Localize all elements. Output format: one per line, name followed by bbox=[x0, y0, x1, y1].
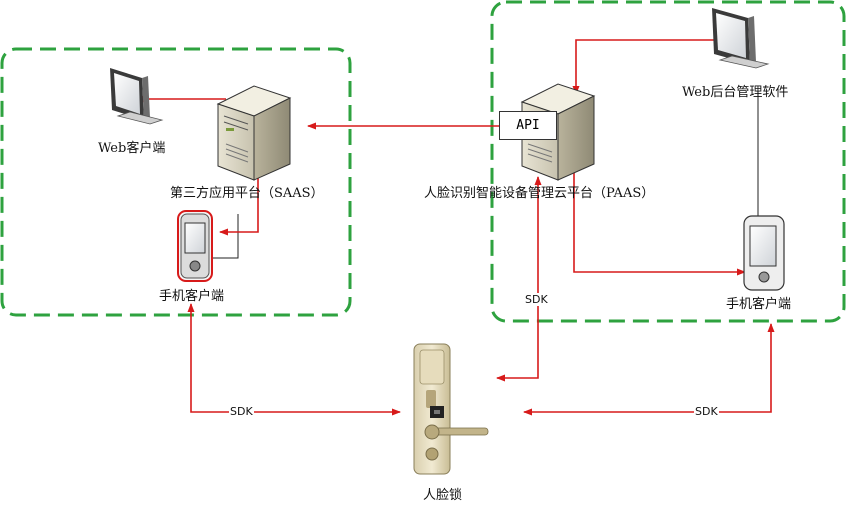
monitor-icon bbox=[712, 8, 770, 69]
paas-group-border bbox=[490, 0, 846, 323]
smart-door-lock-icon bbox=[413, 343, 489, 475]
monitor-icon bbox=[110, 68, 164, 125]
sdk-right-label: SDK bbox=[694, 405, 719, 418]
web-admin-label: Web后台管理软件 bbox=[682, 85, 789, 100]
face-lock-label: 人脸锁 bbox=[423, 488, 463, 503]
link-paas-webadmin bbox=[572, 36, 723, 95]
connections bbox=[135, 36, 775, 416]
mobile-phone-icon bbox=[177, 210, 213, 282]
server-tower-icon bbox=[216, 85, 292, 181]
saas-group-border bbox=[0, 47, 352, 317]
link-lock-paas bbox=[496, 176, 542, 382]
link-paas-mobile-right bbox=[570, 160, 746, 276]
web-client-label: Web客户端 bbox=[98, 141, 166, 156]
plain-connectors bbox=[212, 93, 759, 259]
mobile-client-left-label: 手机客户端 bbox=[159, 289, 225, 304]
sdk-left-label: SDK bbox=[229, 405, 254, 418]
api-box: API bbox=[499, 111, 557, 140]
link-mobile-right-lock bbox=[523, 323, 775, 416]
sdk-center-label: SDK bbox=[524, 293, 549, 306]
paas-platform-label: 人脸识别智能设备管理云平台（PAAS） bbox=[424, 186, 655, 201]
link-mobile-left-lock bbox=[187, 303, 401, 416]
mobile-phone-icon bbox=[743, 215, 785, 291]
mobile-client-right-label: 手机客户端 bbox=[726, 297, 792, 312]
saas-platform-label: 第三方应用平台（SAAS） bbox=[170, 186, 324, 201]
